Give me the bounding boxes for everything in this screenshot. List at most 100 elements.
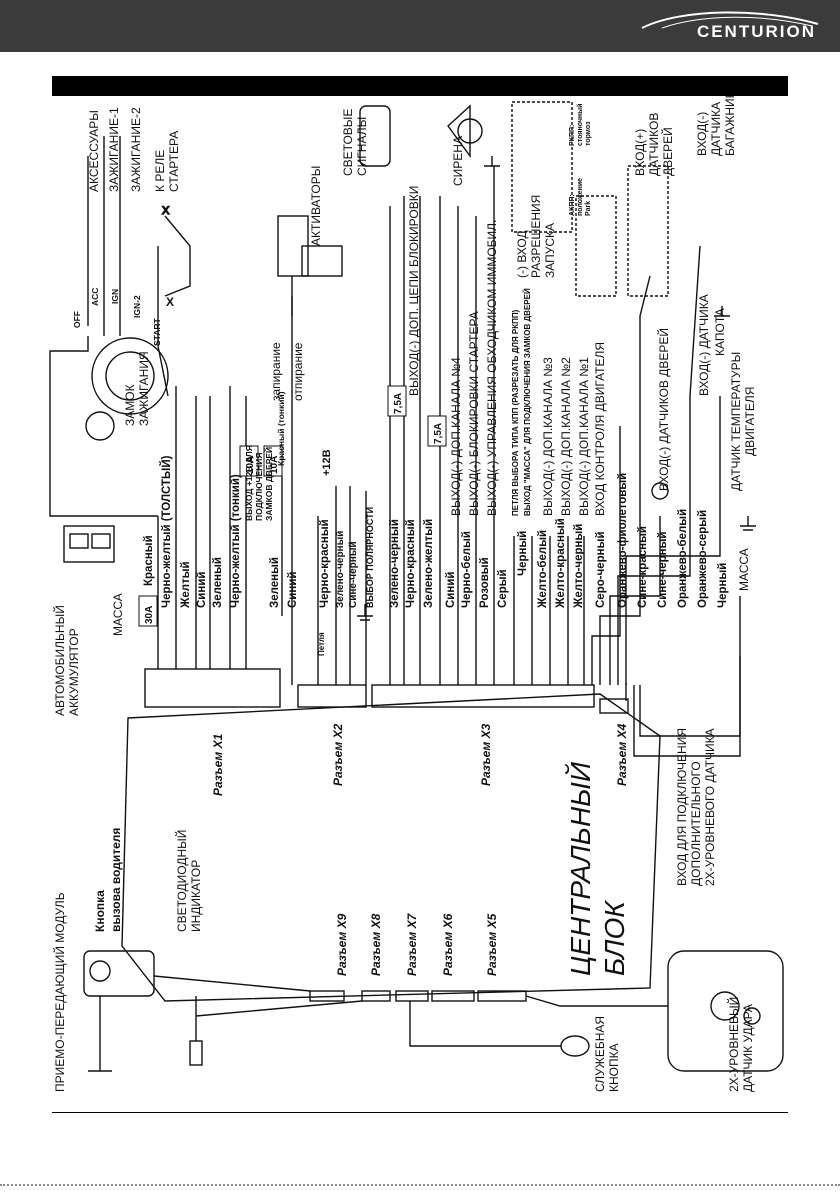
plus-12v-label: +12В: [321, 449, 333, 476]
fuse-10a-1-label: 10A: [245, 456, 256, 474]
ignition-lock-label-1: ЗАМОК: [123, 384, 137, 426]
wire-gray: Серый: [497, 569, 509, 608]
wire-black-red-2: Черно-красный: [405, 519, 417, 608]
mass-label: МАССА: [737, 548, 751, 591]
door-plus-label-3: ДВЕРЕЙ: [660, 127, 675, 176]
battery-label-1: АВТОМОБИЛЬНЫЙ: [52, 605, 67, 716]
service-button-label-1: СЛУЖЕБНАЯ: [593, 1016, 607, 1092]
switch-acc-label: ACC: [90, 288, 100, 306]
footer-rule: [52, 1112, 788, 1113]
ignition-1-label: ЗАЖИГАНИЕ-1: [107, 107, 121, 192]
wire-blue-3: Синий: [445, 572, 457, 608]
siren-label: СИРЕНА: [451, 136, 465, 186]
battery-ground-label: МАССА: [111, 593, 125, 636]
driver-button-label-1: Кнопка: [93, 890, 107, 932]
temp-sensor-label-1: ДАТЧИК ТЕМПЕРАТУРЫ: [729, 352, 743, 491]
wiring-diagram: X: [0, 83, 840, 1116]
shock-sensor-icon: [667, 950, 784, 1072]
starter-relay-label-1: К РЕЛЕ: [153, 150, 167, 192]
door-minus-label: ВХОД(-) ДАТЧИКОВ ДВЕРЕЙ: [656, 328, 671, 491]
out-ch1-label: ВЫХОД(-) ДОП.КАНАЛА №1: [577, 357, 591, 516]
hood-label-2: КАПОТА: [713, 308, 727, 356]
connector-x3-housing: [371, 684, 595, 708]
rkpp-label-1: РКПП:: [569, 125, 576, 146]
connector-x1-label: Разъем X1: [211, 733, 225, 796]
wire-blue-black: Сине-черный: [348, 541, 359, 608]
connector-x2-label: Разъем X2: [331, 723, 345, 786]
connector-x9-label: Разъем X9: [335, 913, 349, 976]
light-signals-label-1: СВЕТОВЫЕ: [341, 109, 355, 176]
switch-ign2-label: IGN-2: [132, 295, 142, 318]
temperature-sensor-icon: [651, 482, 669, 500]
wire-green-black-2: Зелено-черный: [389, 519, 401, 608]
wire-yellow-red: Желто-красный: [555, 518, 567, 609]
central-unit-title-2: БЛОК: [599, 900, 630, 976]
starter-relay-label-2: СТАРТЕРА: [167, 131, 181, 192]
actuators-label: АКТИВАТОРЫ: [309, 166, 323, 246]
header-bar: CENTURION: [0, 0, 840, 52]
out-starter-block-label: ВЫХОД(-) БЛОКИРОВКИ СТАРТЕРА: [467, 311, 481, 516]
red-thin-wire-label: Красный (тонкий): [276, 391, 286, 466]
connector-x6-label: Разъем X6: [441, 913, 455, 976]
connector-x8-label: Разъем X8: [369, 913, 383, 976]
wire-green-yellow: Зелено-желтый: [423, 519, 435, 608]
fuse-7-5a-1: [387, 385, 407, 417]
light-signals-label-2: СИГНАЛЫ: [355, 117, 369, 176]
switch-off-label: OFF: [72, 311, 82, 328]
ground-door-out-label: ВЫХОД "МАССА" ДЛЯ ПОДКЛЮЧЕНИЯ ЗАМКОВ ДВЕ…: [523, 288, 532, 516]
out-ch4-label: ВЫХОД(-) ДОП.КАНАЛА №4: [449, 357, 463, 516]
trunk-label-3: БАГАЖНИКА: [723, 96, 737, 156]
connector-x2-housing: [297, 684, 367, 708]
wire-red: Красный: [143, 535, 155, 586]
connector-x7-label: Разъем X7: [405, 912, 419, 976]
wire-gray-black: Серо-черный: [595, 531, 607, 608]
service-button-icon: [560, 1035, 590, 1057]
wire-black-yellow-thick: Черно-желтый (ТОЛСТЫЙ): [160, 455, 173, 608]
door-lock-power-label-1: ВЫХОД +12В ДЛЯ: [244, 445, 254, 521]
central-unit-body: [121, 693, 661, 1002]
switch-start-label: START: [152, 317, 162, 346]
fuse-30a-label: 30A: [144, 606, 155, 624]
battery-label-2: АККУМУЛЯТОР: [67, 628, 81, 716]
door-lock-power-label-3: ЗАМКОВ ДВЕРЕЙ: [263, 447, 274, 521]
ignition-switch-icon: [91, 337, 169, 415]
accessories-label: АКСЕССУАРЫ: [87, 110, 101, 192]
shock-sensor-label-2: ДАТЧИК УДАРА: [741, 1004, 755, 1092]
wire-yellow-white: Желто-белый: [537, 530, 549, 609]
trunk-label-1: ВХОД(-): [695, 112, 709, 156]
relay-x-label: X: [166, 295, 174, 309]
led-indicator-icon: [189, 1040, 203, 1066]
polarity-label: ВЫБОР ПОЛЯРНОСТИ: [365, 507, 375, 608]
central-unit-title-1: ЦЕНТРАЛЬНЫЙ: [564, 761, 596, 976]
door-plus-box: [627, 165, 669, 297]
connector-x9-housing: [309, 990, 345, 1002]
wire-black-2: Черный: [717, 563, 729, 608]
connector-x1-housing: [144, 668, 281, 708]
out-ch3-label: ВЫХОД(-) ДОП.КАНАЛА №3: [541, 357, 555, 516]
logo-swoosh-icon: [641, 11, 819, 29]
fuse-7-5a-2: [427, 415, 447, 447]
wire-black: Черный: [517, 531, 529, 576]
transceiver-label: ПРИЕМО-ПЕРЕДАЮЩИЙ МОДУЛЬ: [52, 892, 67, 1092]
fuse-10a-1: [239, 445, 259, 477]
akpp-label-3: Park: [585, 201, 592, 216]
fuse-7-5a-1-label: 7,5A: [393, 393, 404, 414]
ignition-lock-label-2: ЗАЖИГАНИЯ: [137, 351, 151, 426]
unlocking-label: отпирание: [291, 342, 305, 401]
siren-icon: [447, 104, 471, 159]
wire-yellow-black: Желто-черный: [573, 524, 585, 609]
wire-green: Зеленый: [212, 557, 224, 608]
diagram-title-bar: [52, 76, 788, 96]
switch-ign-label: IGN: [110, 289, 120, 304]
aux-sensor-label-3: 2Х-УРОВНЕВОГО ДАТЧИКА: [703, 728, 717, 886]
permit-switch-box: [575, 195, 617, 297]
connector-x4-label: Разъем X4: [615, 723, 629, 786]
led-label-2: ИНДИКАТОР: [189, 860, 203, 932]
service-button-label-2: КНОПКА: [607, 1043, 621, 1092]
fuse-10a-2: [263, 445, 283, 477]
car-battery-icon: [63, 525, 115, 563]
connector-x8-housing: [361, 990, 391, 1002]
door-lock-power-label-2: ПОДКЛЮЧЕНИЯ: [254, 453, 264, 521]
gear-loop-label: ПЕТЛЯ ВЫБОРА ТИПА КПП (РАЗРЕЗАТЬ ДЛЯ РКП…: [511, 309, 520, 516]
wire-blue-red: Сине-красный: [637, 526, 649, 608]
